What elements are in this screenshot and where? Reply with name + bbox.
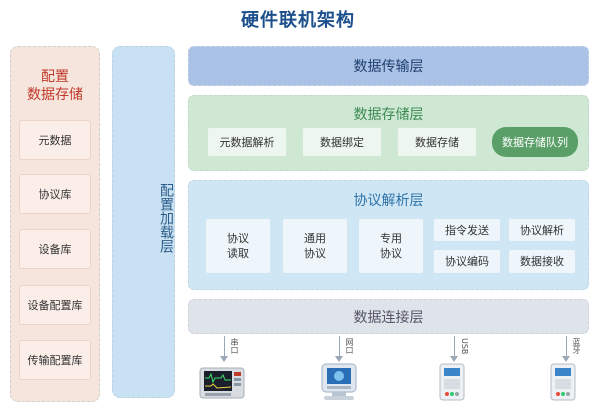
infusion-pump-icon	[439, 363, 465, 401]
connection-layer: 数据连接层	[188, 299, 589, 334]
connector-serial	[224, 336, 225, 356]
protocol-item-dedicated-line1: 专用	[380, 232, 402, 245]
port-usb-label: USB	[460, 338, 469, 355]
connector-network-arrow	[335, 356, 343, 362]
storage-item-data-queue: 数据存储队列	[492, 127, 578, 157]
config-load-layer-label: 配置加载层	[158, 183, 174, 253]
protocol-item-read-line1: 协议	[227, 232, 249, 245]
config-item-protocol-lib: 协议库	[19, 174, 91, 214]
protocol-item-dedicated-line2: 协议	[380, 247, 402, 260]
config-item-metadata: 元数据	[19, 120, 91, 160]
infusion-pump-icon	[550, 363, 576, 401]
config-panel-title-line2: 数据存储	[27, 87, 83, 103]
connector-usb	[454, 336, 455, 356]
port-bluetooth-label: 蓝牙	[572, 338, 581, 354]
port-serial-label: 串口	[230, 338, 239, 354]
storage-layer-title: 数据存储层	[353, 107, 424, 123]
storage-item-metadata-parse: 元数据解析	[207, 127, 287, 157]
config-item-transfer-config-lib: 传输配置库	[19, 340, 91, 380]
protocol-layer-title: 协议解析层	[353, 193, 424, 209]
connector-network	[339, 336, 340, 356]
protocol-item-parse: 协议解析	[508, 218, 576, 242]
ventilator-icon	[321, 363, 357, 400]
protocol-item-receive: 数据接收	[508, 249, 576, 274]
port-network-label: 网口	[345, 338, 354, 354]
config-load-layer	[112, 46, 175, 398]
protocol-item-send-command: 指令发送	[433, 218, 501, 242]
storage-item-data-binding: 数据绑定	[302, 127, 382, 157]
config-item-device-config-lib: 设备配置库	[19, 285, 91, 325]
connector-bluetooth	[566, 336, 567, 356]
page-title: 硬件联机架构	[241, 10, 355, 31]
protocol-item-generic: 通用协议	[282, 218, 348, 274]
connector-serial-arrow	[220, 356, 228, 362]
config-panel-title-line1: 配置	[41, 69, 69, 85]
connector-bluetooth-arrow	[562, 356, 570, 362]
storage-item-data-storage: 数据存储	[397, 127, 477, 157]
transport-layer: 数据传输层	[188, 46, 589, 86]
config-item-device-lib: 设备库	[19, 229, 91, 269]
protocol-item-read: 协议读取	[205, 218, 271, 274]
protocol-item-generic-line2: 协议	[304, 247, 326, 260]
protocol-item-generic-line1: 通用	[304, 232, 326, 245]
connector-usb-arrow	[450, 356, 458, 362]
config-panel-title: 配置 数据存储	[10, 68, 100, 104]
protocol-item-read-line2: 读取	[227, 247, 249, 260]
protocol-item-encode: 协议编码	[433, 249, 501, 274]
patient-monitor-icon	[199, 367, 245, 399]
protocol-item-dedicated: 专用协议	[358, 218, 424, 274]
